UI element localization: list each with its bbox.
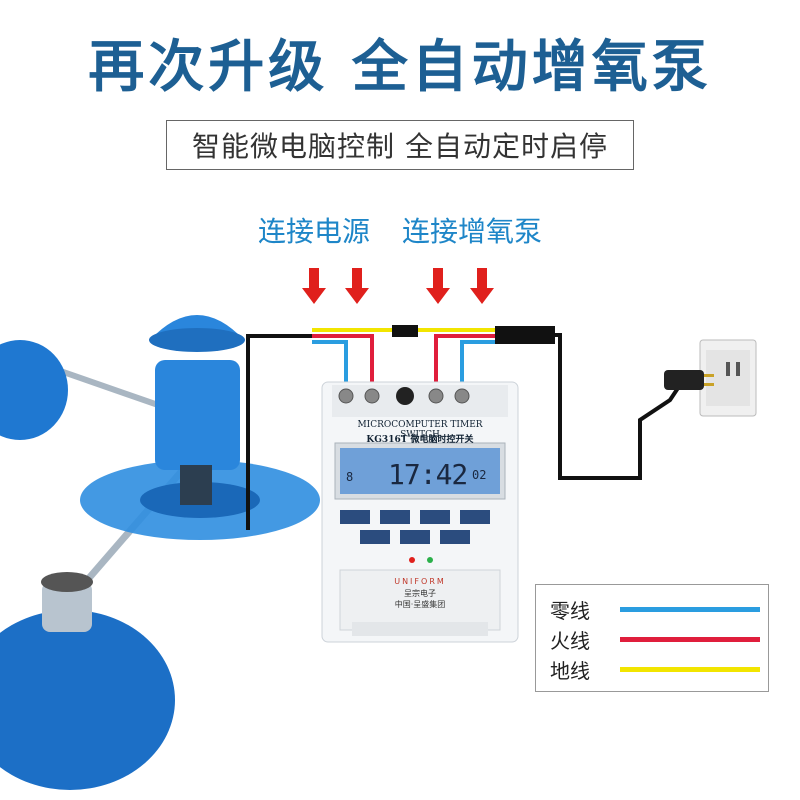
lcd-time: 17:42 (388, 458, 468, 491)
legend-swatch (620, 606, 760, 612)
lcd-day: 8 (346, 470, 354, 484)
brand-group: 中国·呈盛集团 (394, 600, 446, 609)
brand-cn: 呈宗电子 (404, 589, 436, 598)
connect-power-label: 连接电源 (258, 215, 371, 248)
subtitle-banner: 智能微电脑控制 全自动定时启停 (166, 120, 634, 170)
down-arrow-icon (345, 268, 369, 304)
legend-label: 零线 (550, 598, 590, 623)
wall-socket-icon (699, 339, 757, 417)
brand-en: UNIFORM (394, 577, 446, 586)
legend-swatch (620, 666, 760, 672)
device-title: MICROCOMPUTER TIMER SWITCH (357, 420, 483, 440)
timer-switch-device (321, 381, 519, 643)
legend-label: 地线 (550, 658, 590, 683)
down-arrow-icon (426, 268, 450, 304)
wiring (246, 325, 682, 530)
legend-swatch (620, 636, 760, 642)
power-plug-icon (664, 370, 714, 390)
legend-item-live: 火线 (550, 625, 760, 653)
lcd-seconds: 02 (472, 468, 487, 482)
page-title: 再次升级 全自动增氧泵 (88, 35, 712, 100)
aerator-pump-image (0, 315, 320, 790)
down-arrow-icon (302, 268, 326, 304)
legend-item-neutral: 零线 (550, 595, 760, 623)
legend-label: 火线 (550, 628, 590, 653)
down-arrow-icon (470, 268, 494, 304)
legend-item-ground: 地线 (550, 655, 760, 683)
connect-pump-label: 连接增氧泵 (402, 215, 543, 248)
wire-legend: 零线 火线 地线 (535, 584, 769, 692)
device-model: KG316T 微电脑时控开关 (366, 435, 474, 445)
